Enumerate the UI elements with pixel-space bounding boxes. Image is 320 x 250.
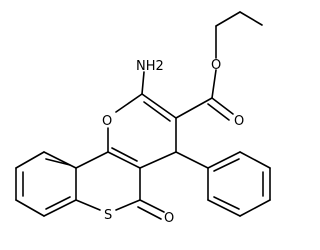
sulfur-label: S (104, 208, 112, 223)
ring-oxygen-label: O (102, 114, 112, 129)
bond-ethyl-ch3 (239, 11, 263, 26)
bond-c4a-c10b-inner (111, 147, 138, 162)
bond-oxygen-carbonyl (211, 69, 217, 99)
bond-phenyl-2 (239, 151, 271, 169)
bond-c2-nh2 (141, 71, 145, 95)
bond-c4-c4a (139, 151, 177, 169)
bond-c4-phenyl (175, 151, 209, 169)
bond-benzo-1-inner (45, 158, 71, 166)
bond-c4a-c10b (107, 151, 141, 169)
bond-c5-s (115, 199, 141, 211)
ester-ether-oxygen-label: O (211, 58, 221, 73)
bond-c10a-c10b (75, 151, 109, 169)
bond-carbonyl-o-1 (211, 97, 234, 115)
bond-benzo-4 (15, 199, 45, 217)
bond-ethyl-ch2 (215, 11, 241, 27)
bond-carbonyl-c3 (175, 97, 213, 119)
bond-phenyl-4 (239, 199, 271, 217)
bond-benzo-2 (15, 151, 45, 169)
ester-carbonyl-oxygen-label: O (234, 114, 244, 129)
molecule-diagram: NH2 O O O O S (15, 11, 271, 226)
bond-phenyl-5-inner (213, 196, 240, 210)
bond-carbonyl-o-2 (207, 103, 230, 121)
bond-phenyl-1 (207, 151, 241, 169)
bond-benzo-5-inner (45, 196, 71, 210)
thioester-oxygen-label: O (164, 211, 174, 226)
bond-phenyl-5 (207, 199, 241, 217)
bond-c2-c3-inner (143, 101, 171, 122)
bond-c5-o-2 (137, 206, 162, 220)
structure-svg: NH2 O O O O S (15, 11, 271, 226)
bond-s-c5a (75, 199, 101, 211)
bond-c2-c3 (141, 93, 177, 119)
bond-phenyl-1-inner (213, 158, 240, 172)
amino-label: NH2 (136, 59, 164, 74)
bond-c5-o-1 (139, 199, 165, 213)
bond-benzo-5 (43, 199, 77, 217)
bond-o1-c2 (115, 93, 143, 113)
